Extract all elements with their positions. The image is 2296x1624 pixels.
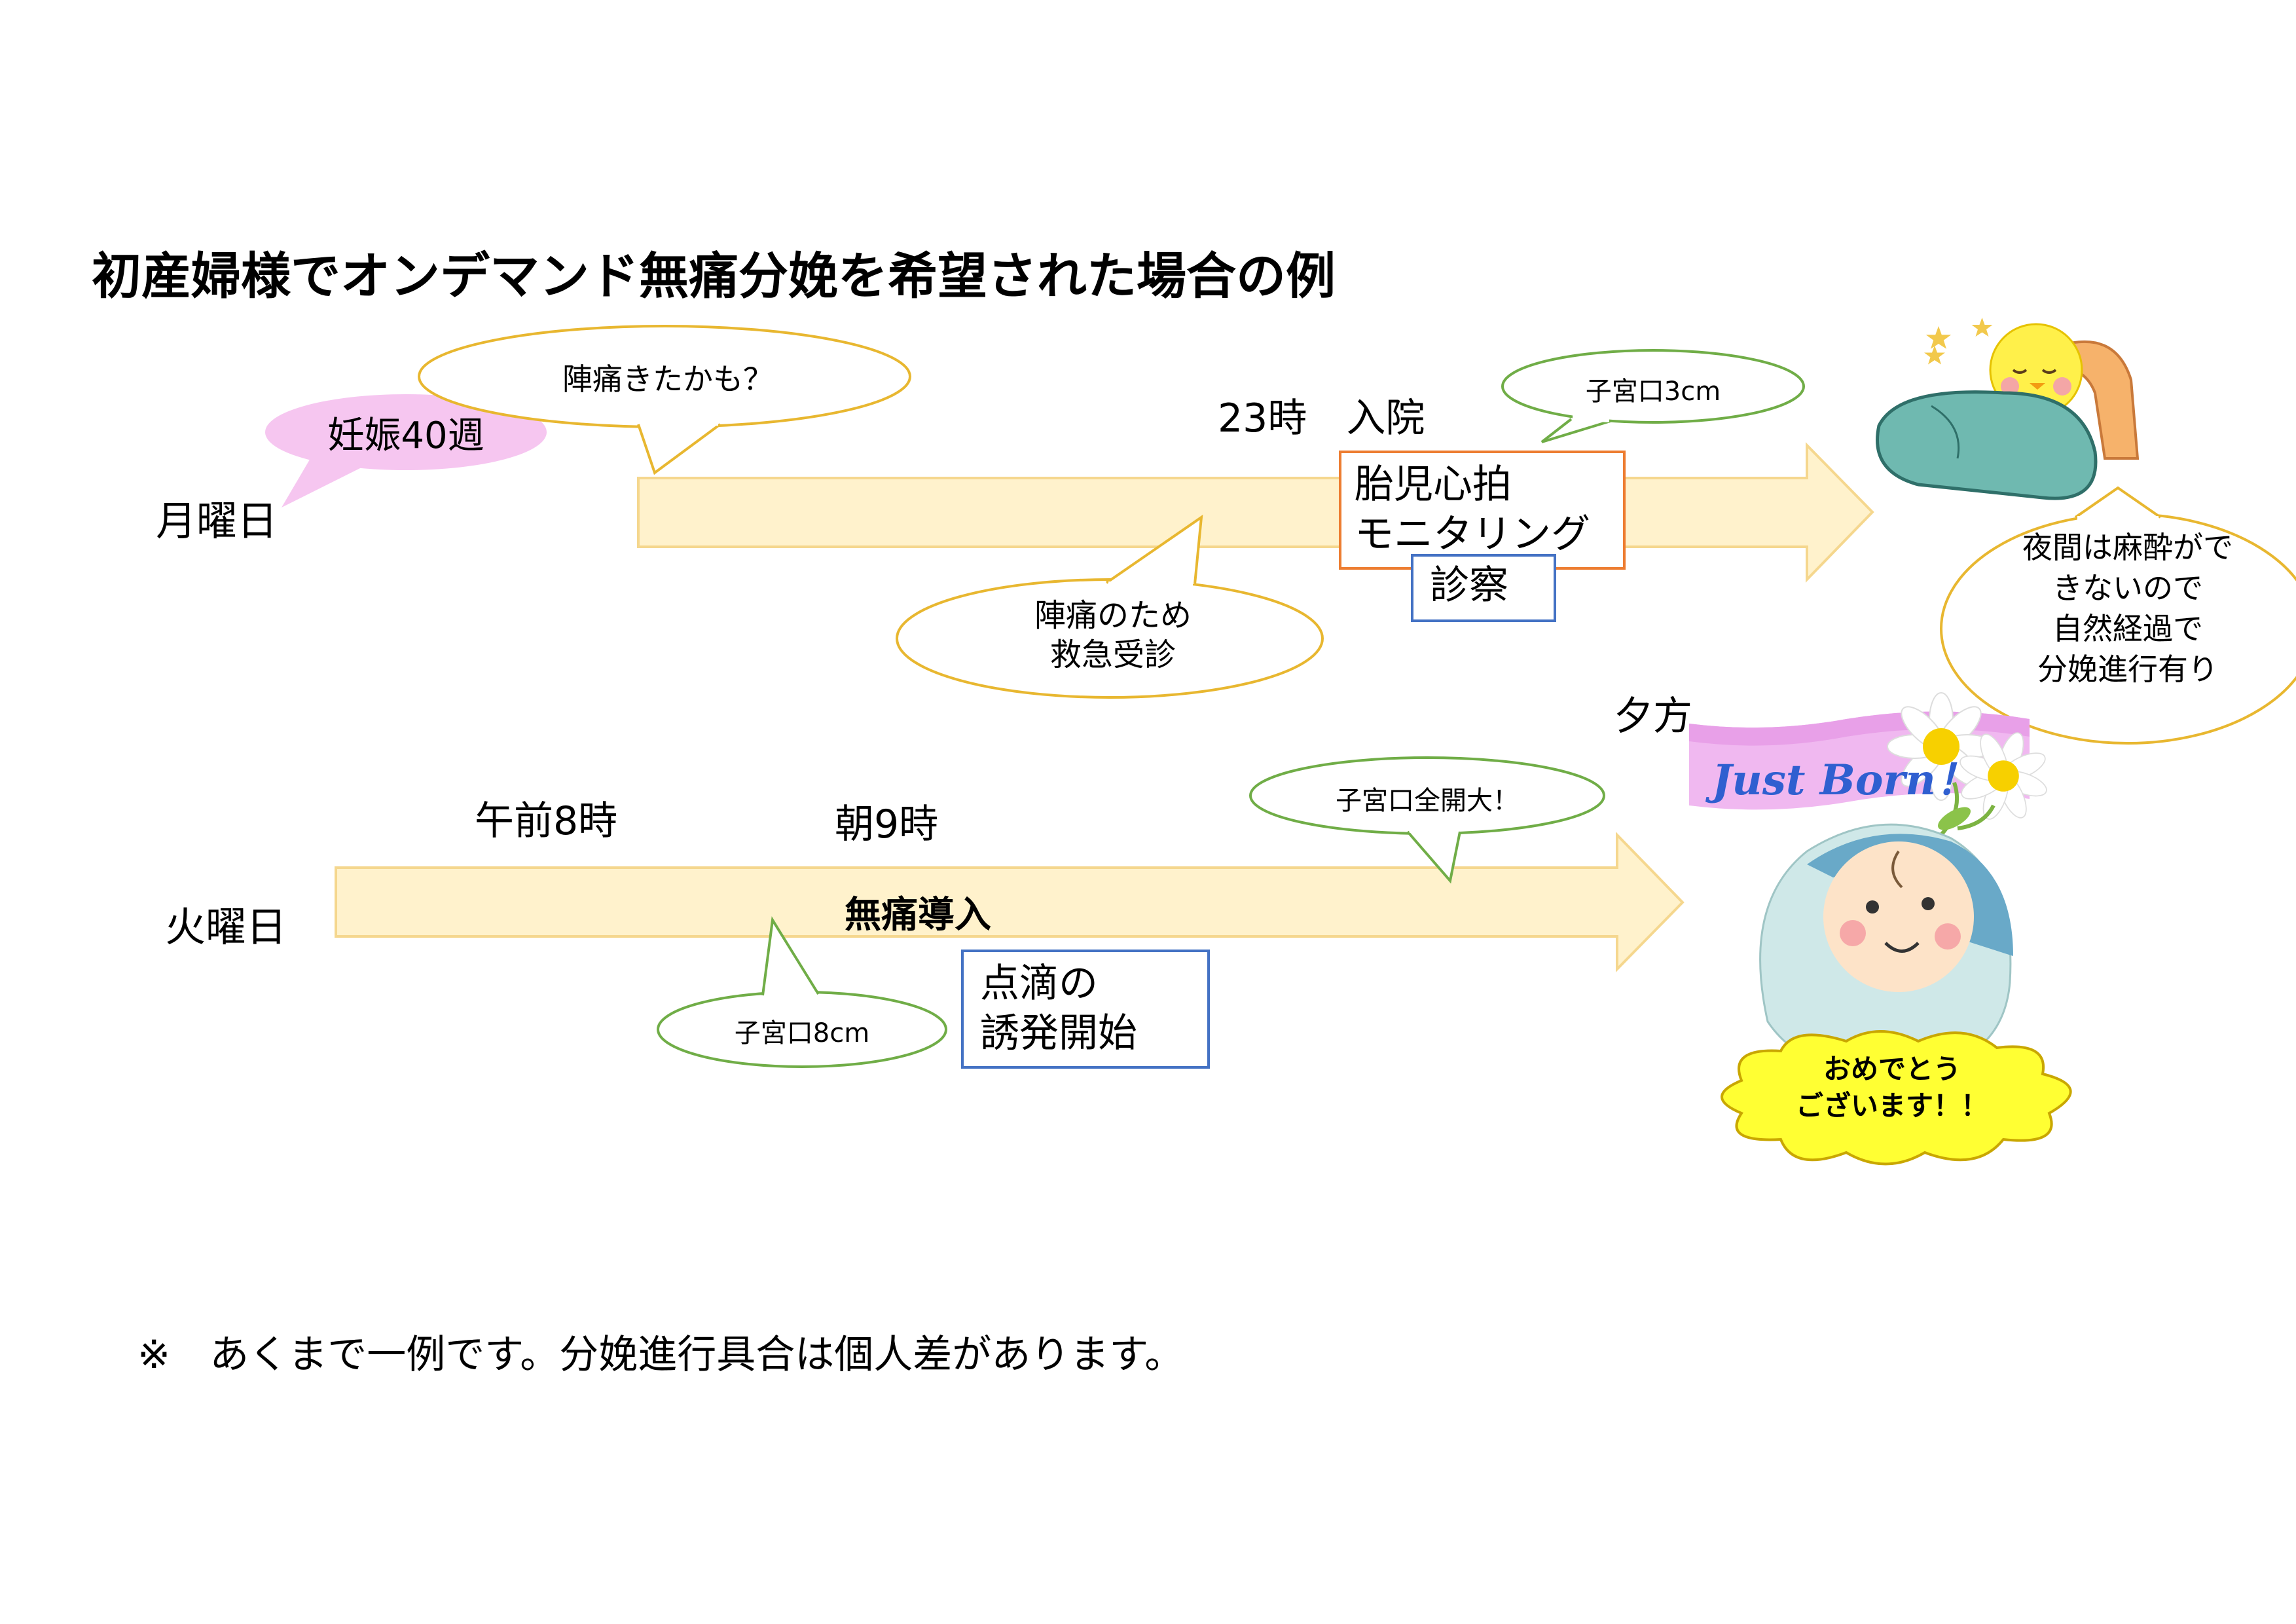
- congratulations-text: おめでとう ございます！！: [1768, 1051, 2016, 1124]
- emergency-visit-line2: 救急受診: [1049, 637, 1176, 673]
- monday-timeline-arrow: [637, 442, 1874, 583]
- emergency-visit-text: 陣痛のため 救急受診: [943, 596, 1283, 674]
- congrats-cloud-shape: [1721, 1030, 2072, 1166]
- footnote: ※ あくまで一例です。分娩進行具合は個人差があります。: [137, 1332, 1184, 1378]
- congrats-line1: おめでとう: [1823, 1053, 1961, 1085]
- examination-box: 診察: [1411, 554, 1556, 622]
- cervix-8cm-bubble-shape: [657, 916, 947, 1068]
- contraction-bubble-shape: [418, 325, 911, 475]
- night-line1: 夜間は麻酔がで: [2022, 530, 2233, 565]
- fetal-monitoring-line1: 胎児心拍: [1355, 462, 1512, 507]
- night-line2: きないので: [2052, 570, 2203, 606]
- fetal-monitoring-box: 胎児心拍 モニタリング: [1339, 451, 1626, 570]
- night-line4: 分娩進行有り: [2037, 652, 2218, 687]
- cervix-3cm-bubble-shape: [1501, 349, 1805, 443]
- page-title: 初産婦様でオンデマンド無痛分娩を希望された場合の例: [92, 247, 1336, 305]
- pregnancy-40-weeks-text: 妊娠40週: [327, 415, 484, 457]
- monday-label: 月曜日: [156, 497, 278, 545]
- tuesday-label: 火曜日: [165, 903, 287, 951]
- night-bubble-shape: [1940, 486, 2296, 745]
- time-8am-label: 午前8時: [475, 798, 618, 844]
- cervix-3cm-text: 子宮口3cm: [1585, 377, 1721, 407]
- full-dilation-text: 子宮口全開大！: [1336, 786, 1519, 816]
- sleeping-chick-illustration: [1876, 318, 2140, 500]
- emergency-visit-line1: 陣痛のため: [1034, 597, 1192, 634]
- fetal-monitoring-line2: モニタリング: [1355, 511, 1590, 557]
- iv-induction-box: 点滴の 誘発開始: [961, 950, 1210, 1069]
- tuesday-timeline-arrow: [335, 832, 1685, 972]
- contraction-text: 陣痛きたかも？: [562, 361, 773, 397]
- evening-label: 夕方: [1614, 693, 1692, 739]
- iv-induction-line1: 点滴の: [980, 961, 1098, 1006]
- congrats-line2: ございます！！: [1795, 1090, 1988, 1122]
- full-dilation-bubble-shape: [1249, 756, 1605, 884]
- epidural-start-label: 無痛導入: [845, 894, 991, 936]
- iv-induction-line2: 誘発開始: [980, 1010, 1137, 1056]
- cervix-8cm-text: 子宮口8cm: [734, 1018, 870, 1048]
- newborn-baby-illustration: [1759, 823, 2013, 1076]
- just-born-text: Just Born！: [1712, 756, 1978, 805]
- pregnancy-bubble-shape: [265, 394, 547, 507]
- emergency-bubble-shape: [896, 514, 1324, 699]
- night-line3: 自然経過で: [2052, 611, 2203, 646]
- daisy-flowers-illustration: [1887, 692, 2047, 840]
- night-no-anesthesia-text: 夜間は麻酔がで きないので 自然経過で 分娩進行有り: [1971, 527, 2285, 690]
- admission-time-label: 23時 入院: [1218, 396, 1425, 441]
- time-9am-label: 朝9時: [835, 802, 939, 847]
